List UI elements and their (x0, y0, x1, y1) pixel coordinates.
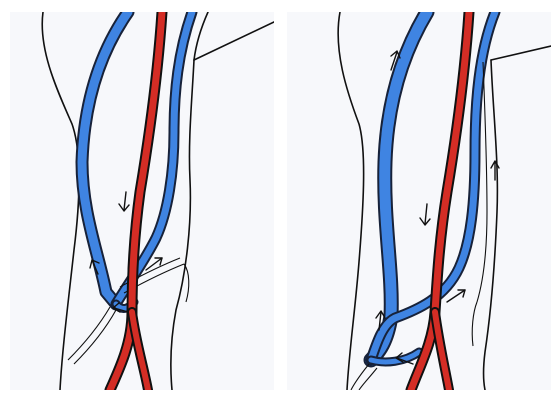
leg-outline-right (484, 60, 498, 390)
left-panel-illustration (10, 12, 274, 390)
thin-vein-line-1 (68, 307, 110, 360)
right-diagram (287, 12, 551, 390)
artery-group (411, 12, 469, 390)
artery-group (110, 12, 162, 390)
leg-outline-left (42, 12, 79, 390)
left-diagram (10, 12, 274, 390)
thin-vein-line-1 (351, 364, 369, 390)
leg-outline-thigh (194, 22, 274, 60)
arrow-down-icon (119, 192, 129, 211)
leg-outline-thigh (491, 46, 551, 60)
arrow-down-icon (420, 204, 430, 225)
thin-vein-line-2 (74, 310, 116, 364)
arrow-up-right-icon (447, 290, 465, 302)
thin-vein-line-2 (359, 368, 377, 390)
leg-outline-left (338, 12, 363, 390)
right-panel-illustration (287, 12, 551, 390)
thin-vein-line-4 (472, 302, 477, 346)
leg-outline-upper (194, 12, 208, 60)
